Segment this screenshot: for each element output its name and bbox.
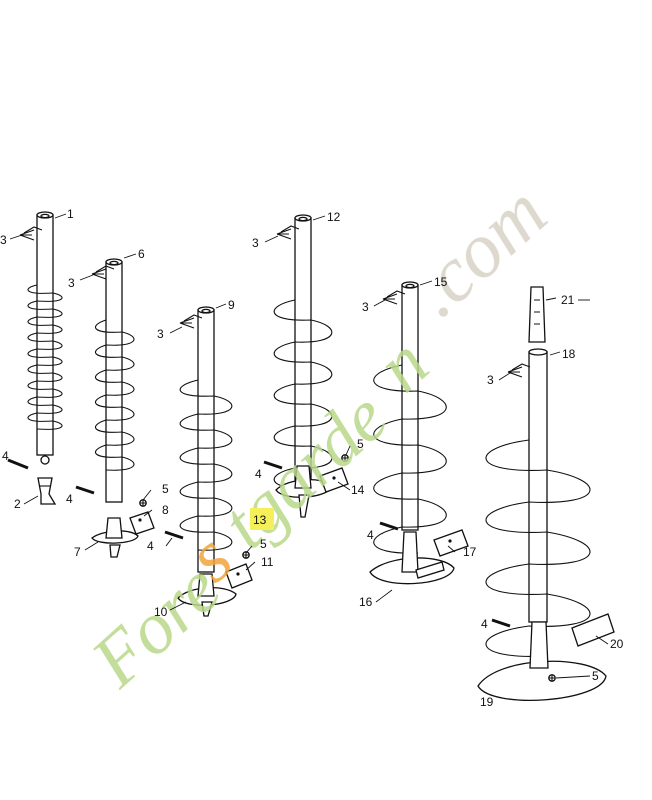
pin-3-c <box>179 314 203 329</box>
watermark: Fore s tgarde n .com <box>76 168 563 703</box>
callout-labels: 1 3 4 2 6 3 4 5 8 7 9 3 4 5 11 10 13 12 … <box>0 207 624 709</box>
screw-5-b <box>242 551 250 559</box>
pin-3-f <box>507 363 531 378</box>
label-21: 21 <box>561 293 575 307</box>
auger-15 <box>369 281 455 585</box>
label-4: 4 <box>367 528 374 542</box>
label-7: 7 <box>74 545 81 559</box>
label-5: 5 <box>357 437 364 451</box>
bolt-4-e <box>379 521 399 531</box>
label-3: 3 <box>362 300 369 314</box>
blade-8 <box>129 511 155 535</box>
label-5: 5 <box>162 482 169 496</box>
pin-3-a <box>19 226 43 241</box>
label-4: 4 <box>66 492 73 506</box>
label-3: 3 <box>68 276 75 290</box>
label-3: 3 <box>157 327 164 341</box>
label-11: 11 <box>261 555 274 569</box>
pin-3-b <box>91 265 115 280</box>
screw-5-c <box>341 454 349 462</box>
auger-9 <box>177 306 237 617</box>
blade-20 <box>571 613 615 647</box>
label-20: 20 <box>610 637 624 651</box>
blade-11 <box>225 563 253 589</box>
label-4: 4 <box>481 617 488 631</box>
label-6: 6 <box>138 247 145 261</box>
label-13: 13 <box>253 513 267 527</box>
auger-12 <box>273 214 333 518</box>
label-4: 4 <box>147 539 154 553</box>
pin-3-e <box>382 290 406 305</box>
label-16: 16 <box>359 595 373 609</box>
label-2: 2 <box>14 497 21 511</box>
label-4: 4 <box>255 467 262 481</box>
label-5: 5 <box>592 669 599 683</box>
label-12: 12 <box>327 210 341 224</box>
auger-18 <box>477 286 607 701</box>
bolt-4-b <box>75 485 95 495</box>
label-15: 15 <box>434 275 448 289</box>
blade-14 <box>319 467 349 493</box>
bolt-4-a <box>7 458 29 470</box>
auger-1 <box>27 211 63 505</box>
screw-5-a <box>139 499 147 507</box>
leader-lines <box>9 213 609 679</box>
blade-17 <box>433 529 469 557</box>
highlight-box <box>250 508 274 530</box>
bolt-4-d <box>263 460 283 470</box>
label-5: 5 <box>260 537 267 551</box>
label-4: 4 <box>2 449 9 463</box>
label-3: 3 <box>0 233 7 247</box>
bolt-4-c <box>164 530 184 540</box>
label-1: 1 <box>67 207 74 221</box>
label-18: 18 <box>562 347 576 361</box>
pin-3-d <box>276 225 300 240</box>
bolt-4-f <box>491 618 511 628</box>
label-3: 3 <box>252 236 259 250</box>
screw-5-d <box>548 674 556 682</box>
label-17: 17 <box>463 545 477 559</box>
auger-6 <box>91 258 139 558</box>
label-10: 10 <box>154 605 168 619</box>
label-9: 9 <box>228 298 235 312</box>
label-8: 8 <box>162 503 169 517</box>
label-3: 3 <box>487 373 494 387</box>
label-14: 14 <box>351 483 365 497</box>
label-19: 19 <box>480 695 494 709</box>
